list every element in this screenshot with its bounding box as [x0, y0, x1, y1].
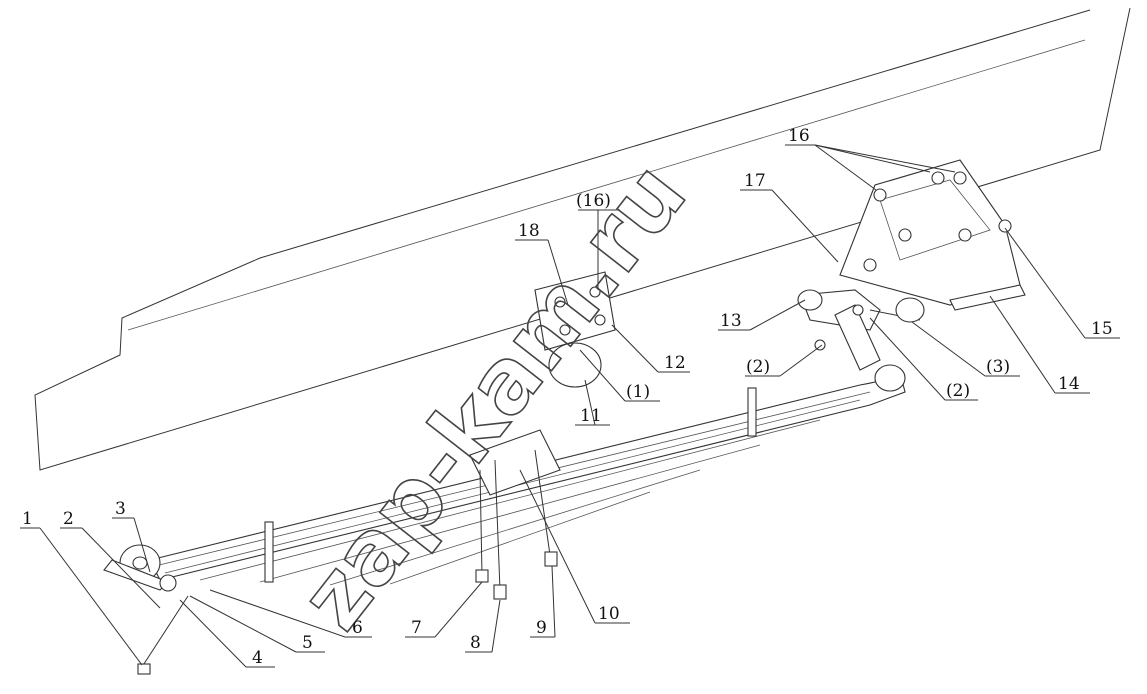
label-15: 15: [1091, 319, 1113, 339]
label-2: 2: [63, 509, 74, 529]
label-9: 9: [536, 618, 547, 638]
leader-lines: [20, 144, 1120, 668]
spring-eye-rear: [874, 364, 906, 392]
label-8: 8: [470, 633, 481, 653]
label-13: 13: [720, 311, 742, 331]
label-2-paren-b: (2): [946, 381, 970, 401]
rear-bracket: [797, 159, 1026, 371]
label-12: 12: [664, 353, 686, 373]
label-3: 3: [115, 499, 126, 519]
label-16-paren: (16): [576, 191, 611, 211]
label-6: 6: [352, 618, 363, 638]
front-clip: [264, 521, 274, 583]
label-3-paren: (3): [986, 357, 1010, 377]
label-1-paren: (1): [626, 382, 650, 402]
label-4: 4: [252, 648, 263, 668]
label-16: 16: [788, 126, 810, 146]
label-7: 7: [411, 618, 422, 638]
label-5: 5: [302, 633, 313, 653]
label-14: 14: [1058, 374, 1080, 394]
label-10: 10: [598, 604, 620, 624]
bump-stop: [534, 271, 616, 388]
label-2-paren-a: (2): [746, 357, 770, 377]
rear-clip: [747, 387, 757, 437]
part-labels: 1 2 3 4 5 6 7 8 9 10 11 12 13 14 15 16 1…: [22, 126, 1113, 668]
center-clamp: [264, 387, 757, 600]
label-11: 11: [580, 406, 602, 426]
front-shackle: [103, 559, 189, 675]
label-18: 18: [518, 221, 540, 241]
label-1: 1: [22, 509, 33, 529]
label-17: 17: [744, 171, 766, 191]
